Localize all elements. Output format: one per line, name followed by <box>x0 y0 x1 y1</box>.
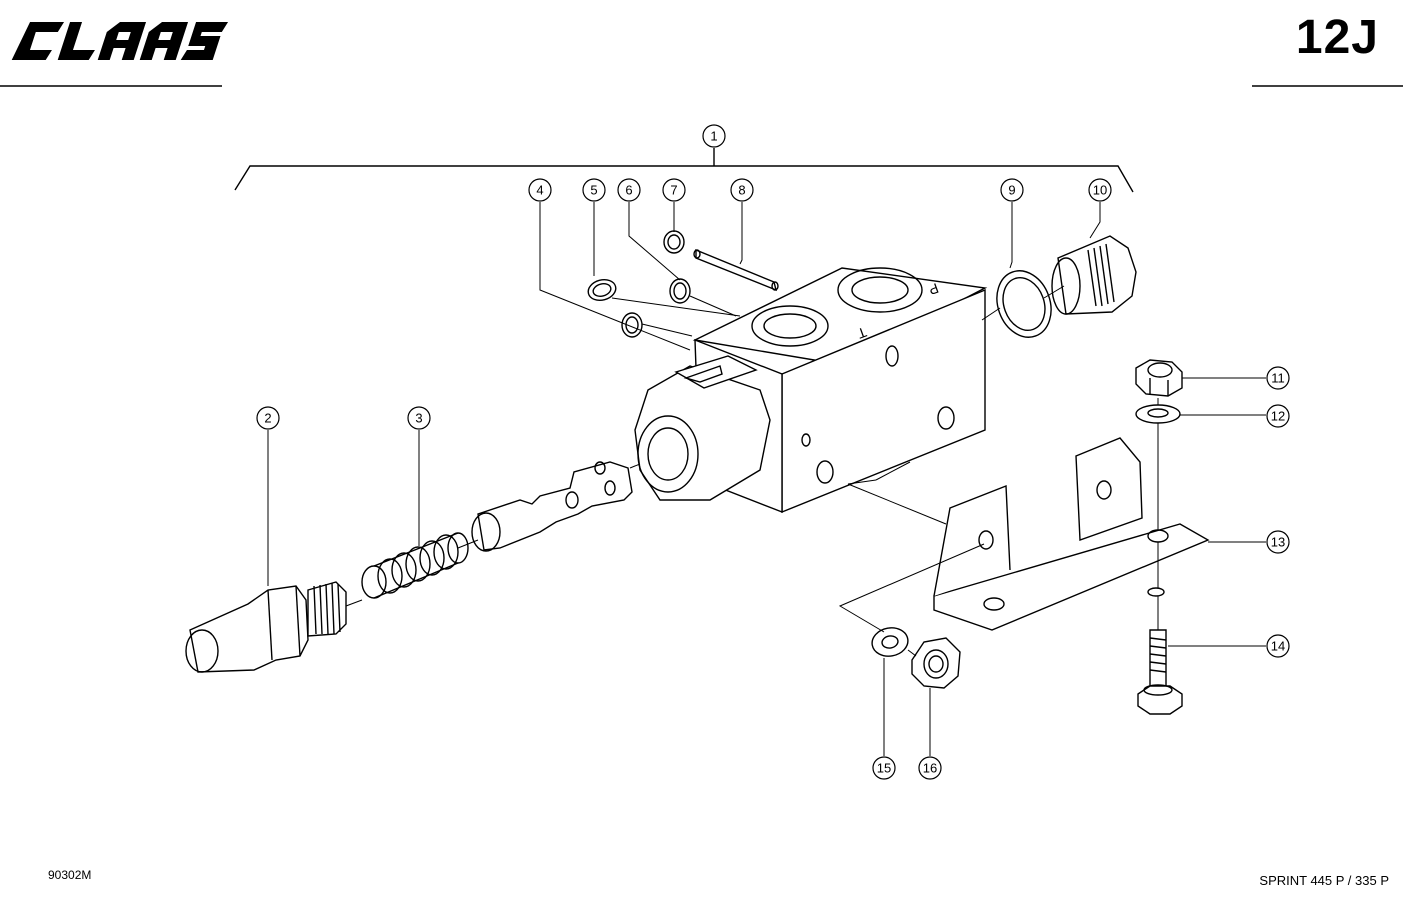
part-13-bracket <box>933 437 1210 631</box>
page-id: 12J <box>1295 11 1379 64</box>
callout-5: 5 <box>590 183 597 198</box>
callout-13-circle <box>1266 530 1290 554</box>
callout-14-circle <box>1266 634 1290 658</box>
part-7-oring <box>663 230 685 254</box>
callout-1: 1 <box>710 129 717 144</box>
callout-16-circle <box>918 756 942 780</box>
part-3-spring <box>361 532 469 599</box>
callout-6: 6 <box>625 183 632 198</box>
part-12-washer <box>1135 404 1181 424</box>
part-15-spring-washer <box>871 627 909 657</box>
callout-5-circle <box>582 178 606 202</box>
part-16-lock-nut <box>911 637 961 689</box>
assembly-bracket <box>234 165 1134 193</box>
callout-4: 4 <box>536 183 543 198</box>
callout-4-circle <box>528 178 552 202</box>
callout-13: 13 <box>1271 535 1285 550</box>
part-11-nut <box>1135 359 1183 397</box>
callout-9-circle <box>1000 178 1024 202</box>
callout-16: 16 <box>923 761 937 776</box>
part-10-plug <box>1051 235 1137 315</box>
callout-15: 15 <box>877 761 891 776</box>
callout-6-circle <box>617 178 641 202</box>
drawing-number: 90302M <box>48 868 92 882</box>
callout-1-circle <box>702 124 726 148</box>
callout-7-circle <box>662 178 686 202</box>
valve-body <box>634 267 988 514</box>
callout-11: 11 <box>1271 371 1285 386</box>
part-6-oring <box>669 278 691 304</box>
callout-3-circle <box>407 406 431 430</box>
part-4-oring <box>621 312 643 338</box>
callout-8: 8 <box>738 183 745 198</box>
callout-12-circle <box>1266 404 1290 428</box>
callout-circles <box>256 124 1290 780</box>
callout-10-circle <box>1088 178 1112 202</box>
callout-8-circle <box>730 178 754 202</box>
part-14-bolt <box>1137 629 1183 715</box>
claas-logo <box>11 22 229 60</box>
callout-3: 3 <box>415 411 422 426</box>
valve-spool <box>471 461 633 552</box>
callout-2: 2 <box>264 411 271 426</box>
callout-2-circle <box>256 406 280 430</box>
leader-lines <box>267 202 1266 756</box>
callout-14: 14 <box>1271 639 1285 654</box>
callout-11-circle <box>1266 366 1290 390</box>
callout-9: 9 <box>1008 183 1015 198</box>
part-2-cartridge <box>185 581 347 673</box>
callout-10: 10 <box>1093 183 1107 198</box>
callout-7: 7 <box>670 183 677 198</box>
callout-12: 12 <box>1271 409 1285 424</box>
model-designation: SPRINT 445 P / 335 P <box>1259 873 1389 888</box>
assembly-lines <box>345 285 1159 657</box>
callout-15-circle <box>872 756 896 780</box>
part-8-pin <box>693 248 779 292</box>
part-5-oring <box>587 278 617 302</box>
part-9-seal-ring <box>996 270 1052 338</box>
